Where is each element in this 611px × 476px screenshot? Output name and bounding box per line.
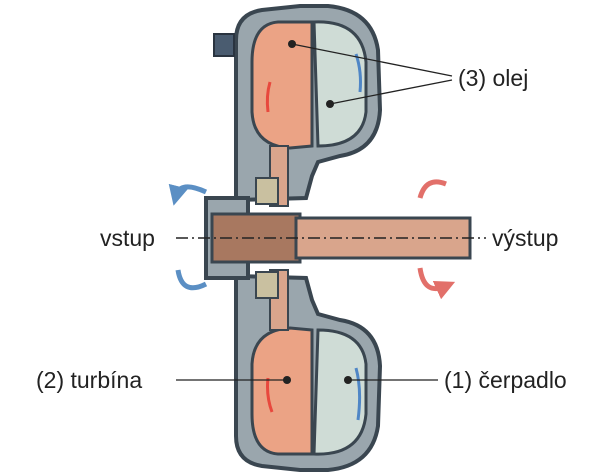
label-pump: (1) čerpadlo (444, 367, 567, 393)
label-output: výstup (492, 225, 558, 251)
input-rotation-icon (168, 183, 208, 291)
pump-impeller (312, 20, 368, 456)
label-turbine: (2) turbína (36, 367, 142, 393)
leader-lines (176, 43, 453, 381)
bushings (255, 177, 279, 299)
output-rotation-icon (417, 179, 456, 300)
label-oil: (3) olej (458, 65, 528, 91)
label-input: vstup (100, 225, 155, 251)
shafts (176, 212, 486, 264)
